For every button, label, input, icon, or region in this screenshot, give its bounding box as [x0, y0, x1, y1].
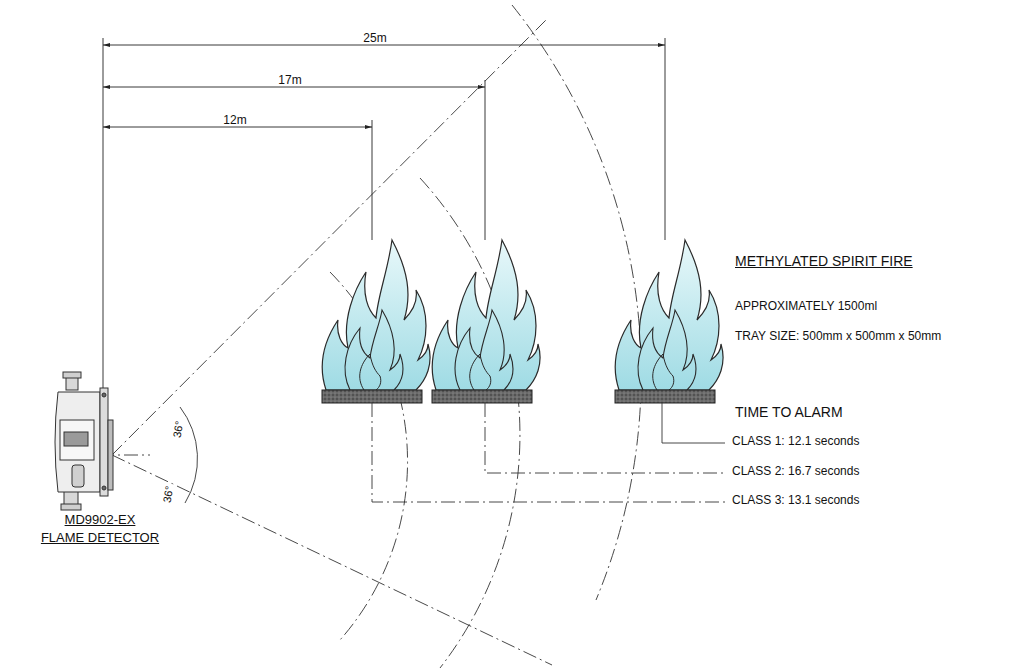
dimension-label: 25m — [363, 32, 386, 46]
device-name: FLAME DETECTOR — [41, 531, 159, 546]
dimension-label: 17m — [278, 74, 301, 88]
device-name: MD9902-EX — [65, 513, 136, 528]
angle-label: 36° — [160, 483, 176, 506]
alarm-time: CLASS 3: 13.1 seconds — [732, 494, 859, 508]
fire-note: TRAY SIZE: 500mm x 500mm x 50mm — [735, 330, 941, 344]
fire-note: APPROXIMATELY 1500ml — [735, 300, 877, 314]
alarm-heading: TIME TO ALARM — [735, 404, 843, 420]
dimension-label: 12m — [223, 114, 246, 128]
fire-title: METHYLATED SPIRIT FIRE — [735, 253, 913, 269]
alarm-time: CLASS 1: 12.1 seconds — [732, 435, 859, 449]
alarm-time: CLASS 2: 16.7 seconds — [732, 465, 859, 479]
angle-label: 36° — [170, 418, 186, 441]
